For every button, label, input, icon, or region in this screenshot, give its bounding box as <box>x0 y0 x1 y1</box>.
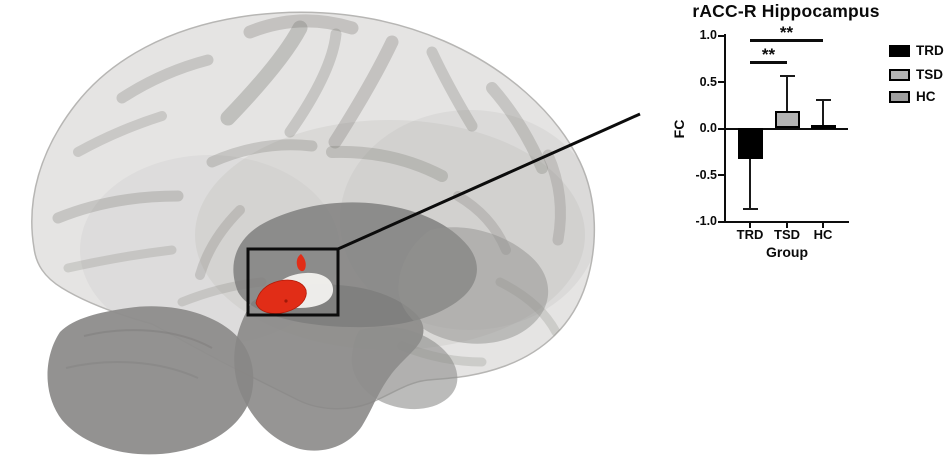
error-bar-tsd <box>786 76 788 111</box>
x-tick-label: HC <box>813 227 833 242</box>
y-tick-label: -0.5 <box>695 168 717 182</box>
legend-label-tsd: TSD <box>916 67 943 82</box>
roi-upper-spot <box>296 254 306 272</box>
sulcus <box>328 35 399 149</box>
sulcus <box>63 245 177 273</box>
legend-swatch-hc <box>889 91 910 103</box>
pons-mass <box>351 326 458 410</box>
roi-highlight-box <box>246 247 340 317</box>
sig-label: ** <box>779 23 794 42</box>
x-tick <box>749 222 751 228</box>
x-tick <box>822 222 824 228</box>
x-tick-label: TRD <box>736 227 764 242</box>
y-tick-label: 0.0 <box>699 121 717 135</box>
sulcus <box>73 111 167 157</box>
error-bar-hc <box>822 100 824 128</box>
sulcus <box>116 54 214 104</box>
sulcus <box>206 139 318 168</box>
sig-label: ** <box>761 44 776 64</box>
y-tick <box>718 34 724 37</box>
cerebellum <box>47 306 254 455</box>
y-tick-label: 0.5 <box>699 75 717 89</box>
zero-baseline <box>725 127 848 130</box>
roi-dot <box>284 299 288 303</box>
sulcus <box>52 190 184 224</box>
error-cap-hc <box>815 99 831 102</box>
y-tick <box>718 174 724 176</box>
cerebellum-crease <box>83 329 213 349</box>
legend-label-trd: TRD <box>916 43 944 58</box>
chart-title: rACC-R Hippocampus <box>692 1 880 21</box>
error-cap-trd <box>742 208 758 211</box>
sig-bracket <box>750 60 787 64</box>
legend-label-hc: HC <box>916 89 936 104</box>
y-tick <box>718 127 724 130</box>
sig-bracket <box>750 39 823 42</box>
sulcus <box>284 28 342 138</box>
legend-swatch-tsd <box>889 69 910 81</box>
cerebellum-crease <box>65 361 199 379</box>
y-tick-label: -1.0 <box>695 214 717 228</box>
sulcus <box>243 14 359 39</box>
bar-hc <box>810 124 836 129</box>
x-tick-label: TSD <box>774 227 800 242</box>
x-axis <box>724 220 849 223</box>
x-tick <box>786 222 788 228</box>
bar-tsd <box>774 110 800 129</box>
sulcus <box>326 145 448 182</box>
temporal-mass <box>398 227 549 344</box>
error-bar-trd <box>749 158 751 210</box>
error-cap-tsd <box>779 75 795 78</box>
y-tick <box>718 81 724 83</box>
legend-swatch-trd <box>889 45 910 57</box>
bar-trd <box>737 128 763 159</box>
y-tick <box>718 220 724 223</box>
x-axis-label: Group <box>766 244 808 260</box>
sulcus <box>426 46 478 132</box>
y-tick-label: 1.0 <box>699 28 717 42</box>
sulcus <box>542 149 566 246</box>
roi-hippocampus <box>255 279 307 314</box>
sulcus <box>195 205 245 280</box>
sulcus <box>220 20 308 126</box>
inset-connector-line <box>337 112 641 251</box>
